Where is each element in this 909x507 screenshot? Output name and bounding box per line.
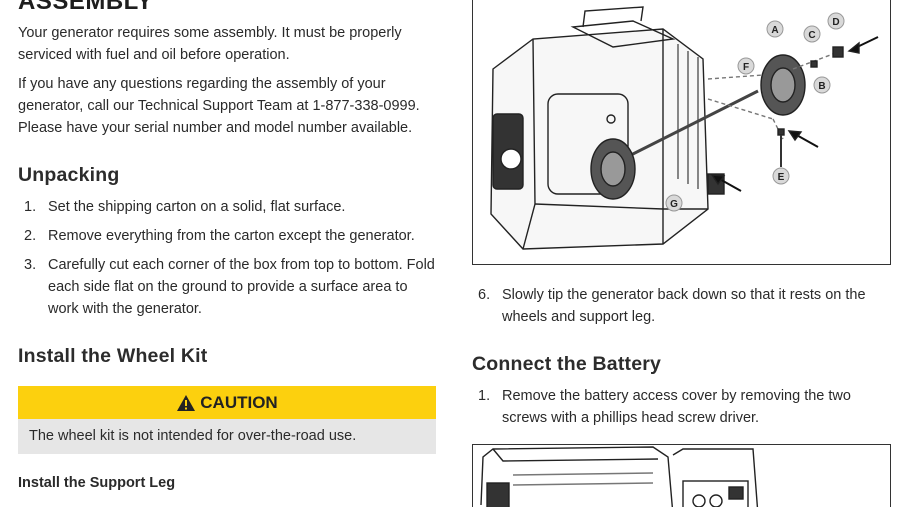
callout-d: D: [832, 17, 839, 28]
battery-steps: 1.Remove the battery access cover by rem…: [472, 385, 892, 436]
wheel-kit-heading: Install the Wheel Kit: [18, 345, 208, 367]
callout-g: G: [670, 199, 678, 210]
list-item: 1.Set the shipping carton on a solid, fl…: [24, 199, 346, 215]
battery-figure: [472, 444, 891, 507]
battery-heading: Connect the Battery: [472, 353, 662, 375]
list-item: 2.Remove everything from the carton exce…: [24, 228, 415, 244]
unpacking-heading: Unpacking: [18, 164, 120, 186]
list-item: 3.Carefully cut each corner of the box f…: [24, 257, 435, 317]
section-title: ASSEMBLY: [18, 0, 154, 15]
callout-a: A: [771, 25, 778, 36]
list-item: 6.Slowly tip the generator back down so …: [478, 287, 866, 325]
caution-text: The wheel kit is not intended for over-t…: [18, 419, 436, 454]
caution-label: CAUTION: [200, 392, 278, 412]
list-item: 1.Remove the battery access cover by rem…: [478, 388, 851, 426]
unpacking-steps: 1.Set the shipping carton on a solid, fl…: [18, 196, 436, 327]
caution-box: CAUTION The wheel kit is not intended fo…: [18, 386, 436, 454]
callout-e: E: [778, 172, 785, 183]
callout-f: F: [743, 62, 749, 73]
callout-c: C: [808, 30, 815, 41]
warning-triangle-icon: [177, 394, 196, 411]
generator-front-panel-diagram: [480, 446, 759, 507]
wheel-kit-figure: A B C D E F G: [472, 0, 891, 265]
wheel-kit-steps: 6.Slowly tip the generator back down so …: [472, 284, 892, 335]
intro-paragraph-1: Your generator requires some assembly. I…: [18, 25, 402, 63]
caution-header: CAUTION: [18, 386, 436, 419]
generator-wheel-diagram: A B C D E F G: [490, 6, 879, 250]
support-leg-heading: Install the Support Leg: [18, 475, 176, 491]
callout-b: B: [818, 81, 825, 92]
intro-paragraph-2: If you have any questions regarding the …: [18, 76, 420, 136]
